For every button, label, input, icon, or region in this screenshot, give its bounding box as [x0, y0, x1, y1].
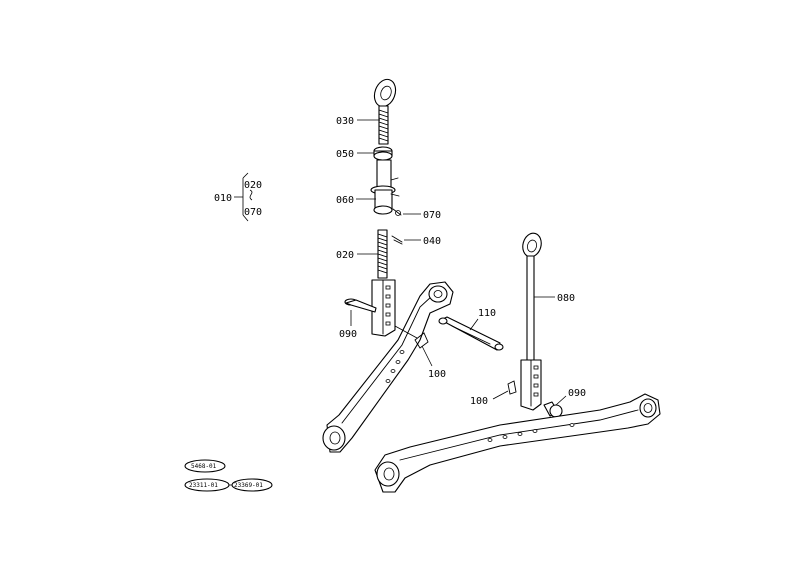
- callout-110: 110: [478, 308, 496, 319]
- reference-tag-left-text: 23311-01: [189, 482, 218, 489]
- callout-010: 010: [214, 193, 232, 204]
- top-link-assembly: [344, 78, 403, 337]
- reference-tags: 5468-01 23311-01 23369-01: [184, 459, 273, 492]
- callout-060: 060: [336, 195, 354, 206]
- callout-030: 030: [336, 116, 354, 127]
- callout-100-right: 100: [470, 396, 488, 407]
- callout-labels: 030 050 060 070 020 040 090 100 110 080 …: [336, 116, 586, 407]
- right-lower-link: [374, 393, 661, 493]
- callout-100-left: 100: [428, 369, 446, 380]
- left-lower-link: [322, 281, 454, 453]
- callout-070-group: 070: [244, 207, 262, 218]
- callout-020: 020: [336, 250, 354, 261]
- callout-070: 070: [423, 210, 441, 221]
- callout-050: 050: [336, 149, 354, 160]
- callout-090-left: 090: [339, 329, 357, 340]
- reference-tag-top-text: 5468-01: [191, 463, 217, 470]
- reference-tag-right: [231, 478, 273, 492]
- assembly-group-010: 010 020 070: [214, 172, 262, 222]
- callout-090-right: 090: [568, 388, 586, 399]
- callout-040: 040: [423, 236, 441, 247]
- callout-020-group: 020: [244, 180, 262, 191]
- reference-tag-right-text: 23369-01: [234, 482, 263, 489]
- leader-lines: [350, 119, 567, 406]
- stabilizer-rod-110: [438, 316, 504, 351]
- lift-rod-080: [507, 232, 563, 418]
- callout-080: 080: [557, 293, 575, 304]
- reference-tag-top: [184, 459, 226, 473]
